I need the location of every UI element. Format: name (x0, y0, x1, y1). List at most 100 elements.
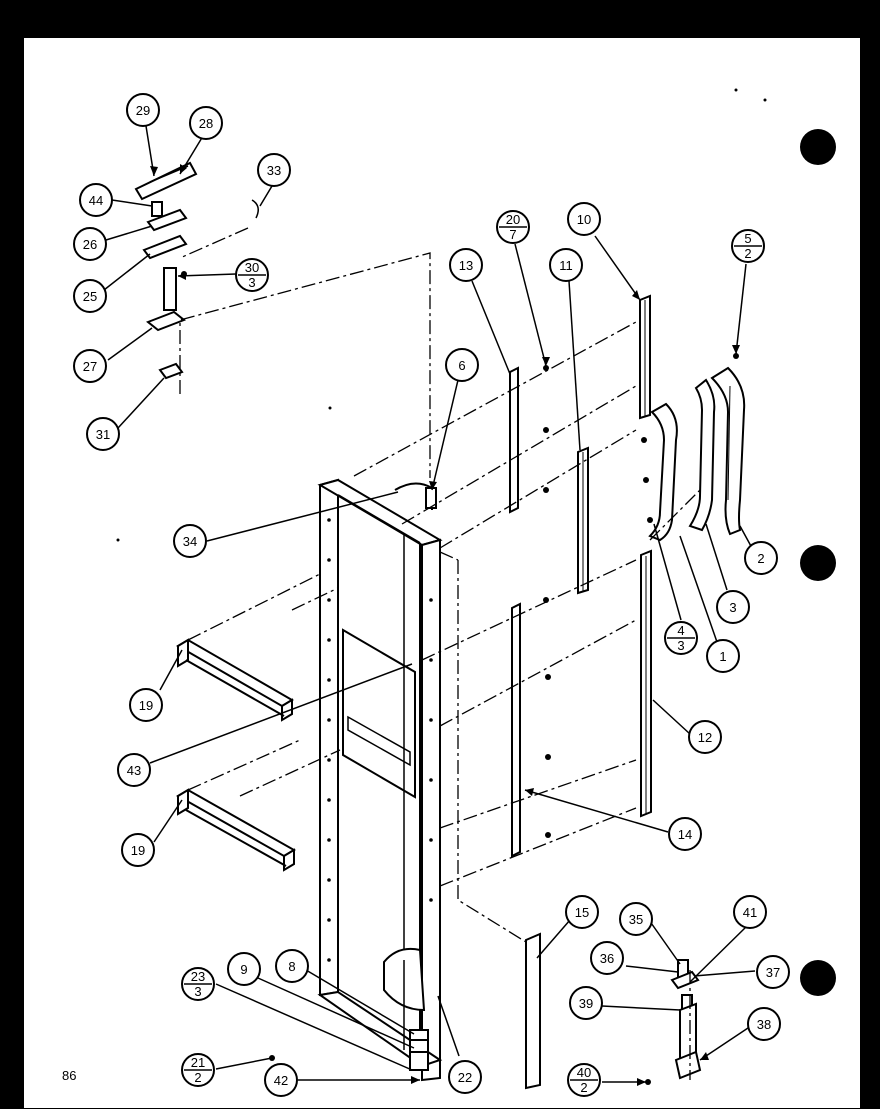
svg-text:3: 3 (729, 600, 736, 615)
binder-hole-middle (800, 545, 836, 581)
binder-hole-bottom (800, 960, 836, 996)
svg-text:28: 28 (199, 116, 213, 131)
callout-6: 6 (445, 348, 479, 382)
callout-12: 12 (688, 720, 722, 754)
svg-text:2: 2 (744, 246, 751, 261)
callout-2: 2 (744, 541, 778, 575)
svg-text:6: 6 (458, 358, 465, 373)
callout-42: 42 (264, 1063, 298, 1097)
handle-bar-lower (176, 788, 296, 872)
svg-text:5: 5 (744, 231, 751, 246)
svg-text:29: 29 (136, 103, 150, 118)
callout-21-2: 212 (181, 1053, 215, 1087)
trim-strip-15 (525, 932, 541, 1090)
bottom-hinge-assembly (670, 959, 702, 1080)
handle-trim-1 (648, 402, 678, 542)
svg-text:3: 3 (248, 275, 255, 290)
gasket-strip-11 (577, 446, 589, 595)
dispenser-recess (342, 628, 416, 799)
projection-lines (179, 227, 701, 1080)
callout-40-2: 402 (567, 1063, 601, 1097)
paper-sheet (24, 38, 860, 1108)
svg-text:15: 15 (575, 905, 589, 920)
svg-text:21: 21 (191, 1055, 205, 1070)
callout-14: 14 (668, 817, 702, 851)
callout-43: 43 (117, 753, 151, 787)
svg-text:14: 14 (678, 827, 692, 842)
callout-22: 22 (448, 1060, 482, 1094)
binder-hole-top (800, 129, 836, 165)
svg-text:30: 30 (245, 260, 259, 275)
svg-text:2: 2 (580, 1080, 587, 1095)
svg-text:12: 12 (698, 730, 712, 745)
gasket-strip-10 (639, 294, 651, 420)
handle-bar-upper (176, 638, 294, 722)
svg-text:19: 19 (131, 843, 145, 858)
svg-text:8: 8 (288, 959, 295, 974)
callout-11: 11 (549, 248, 583, 282)
trim-strip-14 (511, 602, 521, 858)
svg-text:19: 19 (139, 698, 153, 713)
svg-text:43: 43 (127, 763, 141, 778)
svg-text:27: 27 (83, 359, 97, 374)
callout-13: 13 (449, 248, 483, 282)
callout-9: 9 (227, 952, 261, 986)
svg-text:34: 34 (183, 534, 197, 549)
callout-20-7: 207 (496, 210, 530, 244)
callout-25: 25 (73, 279, 107, 313)
svg-text:33: 33 (267, 163, 281, 178)
callout-15: 15 (565, 895, 599, 929)
callout-27: 27 (73, 349, 107, 383)
svg-text:1: 1 (719, 649, 726, 664)
leader-arrowheads (150, 164, 740, 1086)
svg-text:38: 38 (757, 1017, 771, 1032)
callout-34: 34 (173, 524, 207, 558)
svg-text:2: 2 (757, 551, 764, 566)
svg-text:20: 20 (506, 212, 520, 227)
door-frame (317, 478, 443, 1082)
callout-41: 41 (733, 895, 767, 929)
callout-31: 31 (86, 417, 120, 451)
svg-text:2: 2 (194, 1070, 201, 1085)
callout-10: 10 (567, 202, 601, 236)
svg-text:3: 3 (194, 984, 201, 999)
svg-text:9: 9 (240, 962, 247, 977)
svg-text:26: 26 (83, 237, 97, 252)
callout-28: 28 (189, 106, 223, 140)
callout-38: 38 (747, 1007, 781, 1041)
callout-1: 1 (706, 639, 740, 673)
screws (116, 88, 767, 1085)
gasket-strip-12 (640, 549, 652, 818)
callout-23-3: 233 (181, 967, 215, 1001)
callout-33: 33 (257, 153, 291, 187)
callout-35: 35 (619, 902, 653, 936)
svg-text:36: 36 (600, 951, 614, 966)
callout-37: 37 (756, 955, 790, 989)
svg-text:25: 25 (83, 289, 97, 304)
svg-text:3: 3 (677, 638, 684, 653)
svg-text:37: 37 (766, 965, 780, 980)
callout-36: 36 (590, 941, 624, 975)
callout-29: 29 (126, 93, 160, 127)
page-number: 86 (62, 1068, 76, 1083)
svg-text:40: 40 (577, 1065, 591, 1080)
svg-text:35: 35 (629, 912, 643, 927)
svg-text:4: 4 (677, 623, 684, 638)
handle-trim-2 (710, 366, 746, 536)
leader-lines (103, 125, 756, 1083)
svg-text:31: 31 (96, 427, 110, 442)
svg-text:22: 22 (458, 1070, 472, 1085)
svg-text:13: 13 (459, 258, 473, 273)
svg-text:7: 7 (509, 227, 516, 242)
svg-text:42: 42 (274, 1073, 288, 1088)
callout-4-3: 43 (664, 621, 698, 655)
callout-39: 39 (569, 986, 603, 1020)
trim-strip-13 (509, 366, 519, 514)
callout-19-lower: 19 (121, 833, 155, 867)
callout-30-3: 303 (235, 258, 269, 292)
svg-text:44: 44 (89, 193, 103, 208)
callout-8: 8 (275, 949, 309, 983)
svg-text:10: 10 (577, 212, 591, 227)
svg-text:23: 23 (191, 969, 205, 984)
